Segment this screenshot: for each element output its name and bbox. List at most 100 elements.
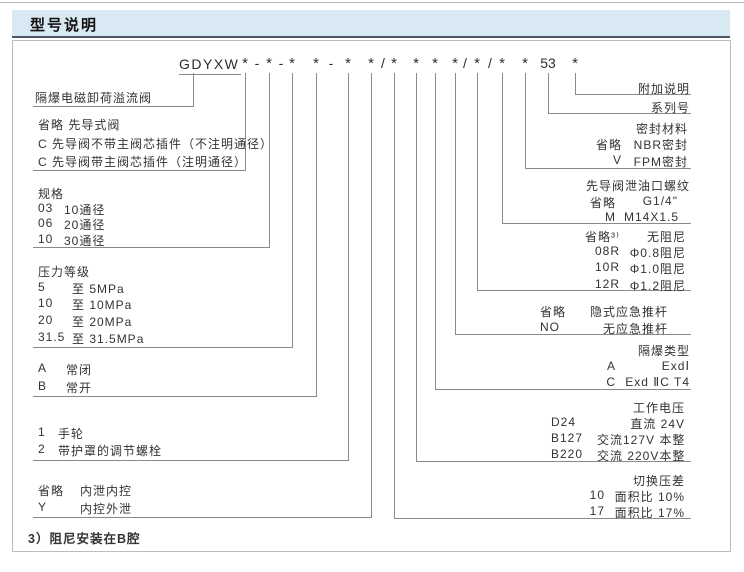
option-code: 20 xyxy=(38,313,54,328)
option-desc: 常开 xyxy=(66,380,93,395)
option-code: 12R xyxy=(594,276,620,291)
option-desc: M14X1.5 xyxy=(624,210,680,225)
option-code: D24 xyxy=(551,415,577,429)
model-token: / xyxy=(488,55,492,71)
model-token: * xyxy=(499,55,505,72)
option-desc: 常闭 xyxy=(66,363,93,377)
group-header: 工作电压 xyxy=(632,401,685,415)
adjuster-row: 1 手轮 xyxy=(38,425,162,442)
option-code: 10 xyxy=(38,231,54,246)
option-code: 省略 xyxy=(589,195,616,210)
pushrod-row: NO 无应急推杆 xyxy=(540,320,668,337)
connector-line xyxy=(33,73,194,107)
option-code: NO xyxy=(540,319,560,334)
option-desc: 内泄内控 xyxy=(80,484,133,498)
connector-line xyxy=(502,73,691,224)
option-code: 03 xyxy=(38,200,54,215)
model-token: - xyxy=(278,55,284,71)
group-header: 切换压差 xyxy=(632,474,685,488)
model-prefix: GDYXW xyxy=(179,56,242,75)
function-row: A 常闭 xyxy=(38,361,92,379)
connector-line xyxy=(33,73,293,348)
model-token: * xyxy=(345,55,351,72)
option-desc: 手轮 xyxy=(58,427,85,441)
option-desc: 30通径 xyxy=(64,233,106,248)
pilot-valve-group: 省略 先导式阀 C 先导阀不带主阀芯插件（不注明通径） C 先导阀带主阀芯插件（… xyxy=(38,116,273,172)
option-desc: 至 5MPa xyxy=(72,281,125,296)
option-desc: Φ0.8阻尼 xyxy=(629,246,686,261)
option-desc: NBR密封 xyxy=(633,138,688,153)
connector-line xyxy=(435,73,691,390)
model-token: * xyxy=(413,55,419,72)
model-token: * xyxy=(522,55,528,72)
connector-line xyxy=(477,73,691,291)
option-code: 省略 xyxy=(38,484,65,498)
addendum-label: 附加说明 xyxy=(637,82,690,96)
option-code: 1 xyxy=(38,425,46,439)
option-desc: ExdⅠ xyxy=(661,358,690,373)
option-desc: 内控外泄 xyxy=(80,501,133,516)
model-token: * xyxy=(313,55,319,72)
connector-line xyxy=(33,73,317,397)
group-header: 隔爆类型 xyxy=(637,344,690,358)
pressure-row: 5 至 5MPa xyxy=(38,280,144,297)
option-code: 5 xyxy=(38,279,46,294)
model-token: / xyxy=(381,55,385,71)
connector-line xyxy=(548,73,691,114)
model-token: * xyxy=(289,55,295,72)
option-code: 17 xyxy=(589,503,605,518)
connector-line xyxy=(575,73,691,95)
option-desc: 至 10MPa xyxy=(72,298,133,313)
function-row: B 常开 xyxy=(38,379,92,397)
connector-line xyxy=(33,73,349,461)
model-token: * xyxy=(452,55,458,72)
option-code: B220 xyxy=(551,447,584,461)
pressure-row: 31.5 至 31.5MPa xyxy=(38,330,144,347)
option-code: 31.5 xyxy=(38,329,66,344)
pushrod-row: 省略隐式应急推杆 xyxy=(540,303,668,320)
series-label: 系列号 xyxy=(650,101,690,115)
option-code: 省略³⁾ xyxy=(585,230,620,244)
option-code: 省略 xyxy=(540,305,567,319)
option-desc: 交流127V 本整 xyxy=(597,433,686,447)
option-desc: 至 20MPa xyxy=(72,315,133,330)
option-desc: 带护罩的调节螺栓 xyxy=(58,444,163,458)
connector-line xyxy=(394,73,691,519)
model-token: * xyxy=(474,55,480,72)
group-header: 密封材料 xyxy=(635,122,688,136)
option-desc: 至 31.5MPa xyxy=(72,331,145,346)
function-group: A 常闭 B 常开 xyxy=(38,361,92,396)
option-code: 10R xyxy=(594,260,620,275)
option-desc: 无应急推杆 xyxy=(602,321,668,336)
option-code: 06 xyxy=(38,216,54,231)
option-code: A xyxy=(38,361,48,375)
option-code: M xyxy=(605,210,616,225)
model-token: 53 xyxy=(540,55,556,71)
option-code: B xyxy=(38,378,48,393)
connector-line xyxy=(455,73,691,335)
group-header: 压力等级 xyxy=(38,265,91,279)
pilot-row: C 先导阀不带主阀芯插件（不注明通径） xyxy=(38,136,274,151)
pilot-row: C 先导阀带主阀芯插件（注明通径） xyxy=(38,155,248,170)
emergency-pushrod-group: 省略隐式应急推杆 NO 无应急推杆 xyxy=(540,303,668,336)
model-token: * xyxy=(266,55,272,72)
connector-line xyxy=(33,73,372,518)
model-token: * xyxy=(432,55,438,72)
